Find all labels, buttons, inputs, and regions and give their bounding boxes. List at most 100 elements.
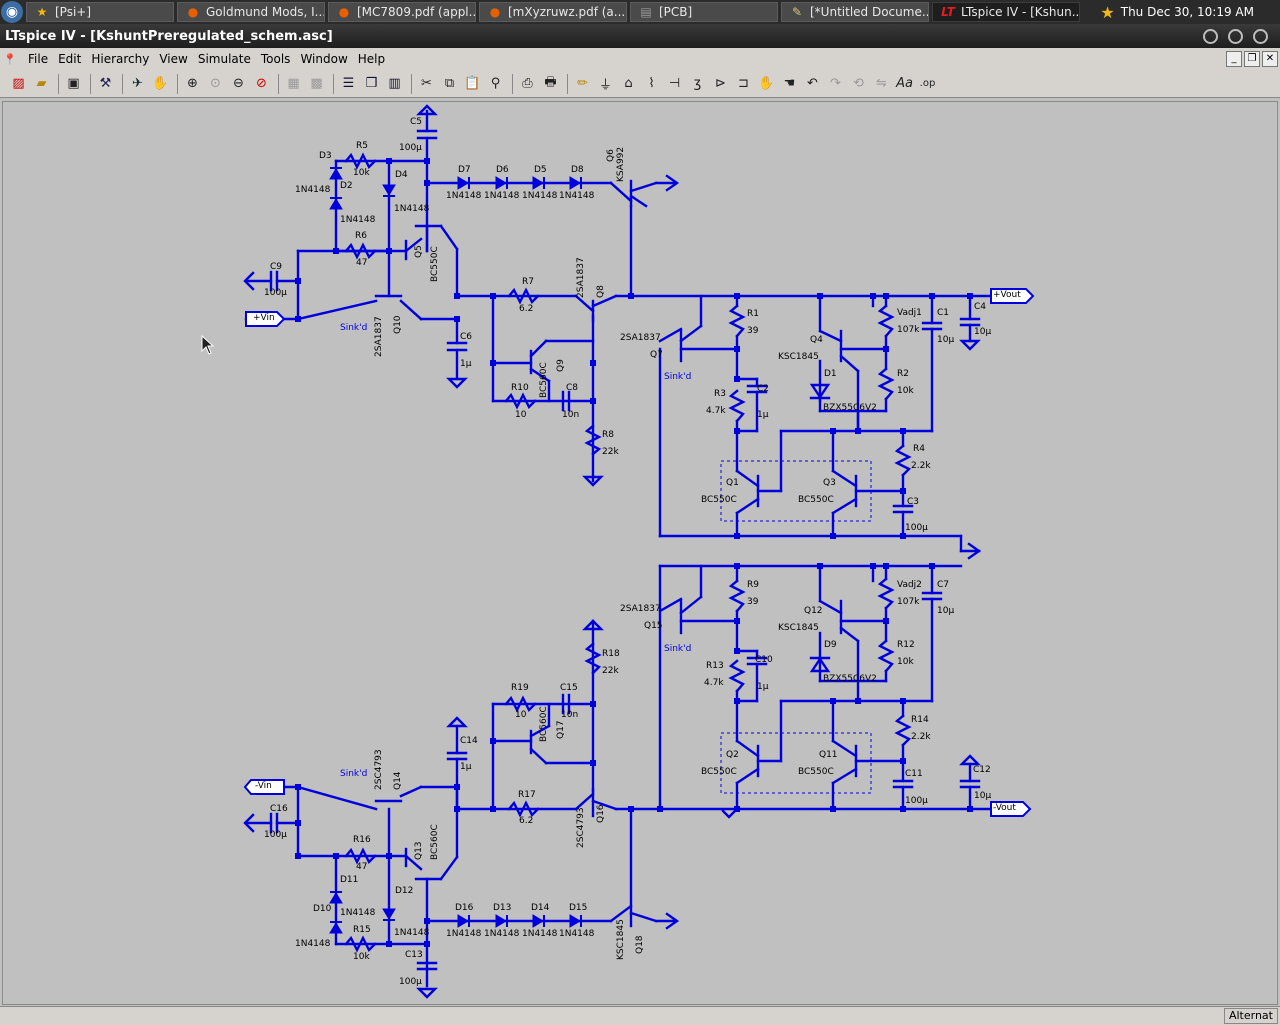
print-icon[interactable]: 🖶 xyxy=(544,74,557,90)
cascade-windows-icon[interactable]: ❒ xyxy=(365,76,378,91)
clock[interactable]: ★Thu Dec 30, 10:19 AM xyxy=(1100,2,1254,22)
drag-hand-icon[interactable]: ☚ xyxy=(783,76,796,91)
redo-icon[interactable]: ↷ xyxy=(830,76,841,91)
task-goldmund[interactable]: ●Goldmund Mods, I... xyxy=(177,2,325,22)
zoom-in-icon[interactable]: ⊕ xyxy=(187,76,198,91)
label-q15: Q15 xyxy=(644,621,663,631)
minimize-button[interactable] xyxy=(1203,28,1218,44)
text-icon[interactable]: Aa xyxy=(896,76,913,91)
toolbar-separator xyxy=(278,73,279,94)
task-pcb[interactable]: ▤[PCB] xyxy=(630,2,778,22)
menu-help[interactable]: Help xyxy=(357,52,386,66)
cut-icon[interactable]: ✂ xyxy=(421,76,432,91)
label-r14-value: 2.2k xyxy=(911,732,931,742)
toolbar: ▨ ▰ ▣ ⚒ ✈ ✋ ⊕ ⊙ ⊖ ⊘ ▦ ▩ ☰ ❒ ▥ ✂ ⧉ 📋 ⚲ ⎙ … xyxy=(0,70,1280,98)
menu-hierarchy[interactable]: Hierarchy xyxy=(91,52,150,66)
label-net-icon[interactable]: ⌂ xyxy=(624,76,633,91)
label-r16-value: 47 xyxy=(356,862,368,872)
task-untitled-document[interactable]: ✎[*Untitled Docume... xyxy=(781,2,929,22)
halt-hand-icon[interactable]: ✋ xyxy=(152,76,169,91)
task-mc7809[interactable]: ●[MC7809.pdf (appl... xyxy=(328,2,476,22)
label-d6-part: 1N4148 xyxy=(484,191,520,201)
label-r12: R12 xyxy=(897,640,915,650)
maximize-button[interactable] xyxy=(1228,28,1243,44)
ground-icon[interactable]: ⏚ xyxy=(598,78,612,93)
paste-icon[interactable]: 📋 xyxy=(464,76,481,91)
label-vin: +Vin xyxy=(253,313,275,323)
mirror-icon[interactable]: ⇋ xyxy=(876,76,887,91)
label-d10-part: 1N4148 xyxy=(295,939,331,949)
label-q3-part: BC550C xyxy=(798,495,834,505)
label-q11-part: BC550C xyxy=(798,767,834,777)
label-c9: C9 xyxy=(270,262,283,272)
ltspice-icon: LT xyxy=(941,5,955,19)
label-r8-value: 22k xyxy=(602,447,619,457)
label-r8: R8 xyxy=(602,430,614,440)
label-d7: D7 xyxy=(458,165,471,175)
document-pin-icon[interactable]: 📍 xyxy=(3,52,17,66)
mdi-restore-button[interactable]: ❐ xyxy=(1244,51,1260,67)
label-q12-part: KSC1845 xyxy=(778,623,819,633)
autorange-icon[interactable]: ▦ xyxy=(287,76,300,91)
rotate-icon[interactable]: ⟲ xyxy=(853,76,864,91)
label-r9-value: 39 xyxy=(747,597,759,607)
resistor-icon[interactable]: ⌇ xyxy=(648,76,655,91)
mdi-close-button[interactable]: ✕ xyxy=(1262,51,1278,67)
app-menu-icon[interactable]: ◉ xyxy=(1,1,23,23)
spice-directive-icon[interactable]: .op xyxy=(919,78,936,89)
tile-vertical-icon[interactable]: ▥ xyxy=(388,76,401,91)
control-panel-hammer-icon[interactable]: ⚒ xyxy=(99,76,112,91)
move-hand-icon[interactable]: ✋ xyxy=(758,76,775,91)
save-icon[interactable]: ▣ xyxy=(67,76,80,91)
grid-icon[interactable]: ▩ xyxy=(310,76,323,91)
label-q1: Q1 xyxy=(726,478,739,488)
label-q5: Q5 xyxy=(414,245,424,258)
menu-file[interactable]: File xyxy=(28,52,49,66)
copy-icon[interactable]: ⧉ xyxy=(444,76,455,91)
label-c1: C1 xyxy=(937,308,950,318)
label-c15: C15 xyxy=(560,683,578,693)
menu-view[interactable]: View xyxy=(159,52,188,66)
menu-window[interactable]: Window xyxy=(300,52,348,66)
capacitor-icon[interactable]: ⊣ xyxy=(668,76,681,91)
component-icon[interactable]: ⊐ xyxy=(738,76,749,91)
label-d12-part: 1N4148 xyxy=(394,928,430,938)
label-q16-part: 2SC4793 xyxy=(576,807,586,848)
run-simulation-icon[interactable]: ✈ xyxy=(132,76,143,91)
mouse-pointer-icon xyxy=(201,335,215,355)
task-psi[interactable]: ★[Psi+] xyxy=(26,2,174,22)
label-c4-value: 10µ xyxy=(974,327,992,337)
label-vadj1: Vadj1 xyxy=(897,308,922,318)
task-mxyzruwz[interactable]: ●[mXyzruwz.pdf (a... xyxy=(479,2,627,22)
diode-icon[interactable]: ⊳ xyxy=(715,76,726,91)
label-r7-value: 6.2 xyxy=(519,304,534,314)
new-schematic-icon[interactable]: ▨ xyxy=(12,76,25,91)
inductor-icon[interactable]: ʒ xyxy=(693,76,702,91)
label-q13-part: BC560C xyxy=(430,824,440,860)
window-titlebar[interactable]: LTspice IV - [KshuntPreregulated_schem.a… xyxy=(0,24,1280,48)
menu-simulate[interactable]: Simulate xyxy=(197,52,251,66)
mdi-minimize-button[interactable]: _ xyxy=(1226,51,1242,67)
draw-wire-icon[interactable]: ✏ xyxy=(577,76,588,91)
pan-icon[interactable]: ⊙ xyxy=(210,76,221,91)
label-r15: R15 xyxy=(353,925,371,935)
label-c10-value: 1µ xyxy=(757,682,769,692)
find-binoculars-icon[interactable]: ⚲ xyxy=(490,76,501,91)
open-folder-icon[interactable]: ▰ xyxy=(36,76,47,91)
print-preview-icon[interactable]: ⎙ xyxy=(522,76,533,91)
label-r2-value: 10k xyxy=(897,386,914,396)
menu-tools[interactable]: Tools xyxy=(260,52,291,66)
firefox-icon: ● xyxy=(489,5,501,19)
label-d10: D10 xyxy=(313,904,332,914)
close-button[interactable] xyxy=(1253,28,1268,44)
label-d2: D2 xyxy=(340,181,353,191)
label-d4: D4 xyxy=(395,170,408,180)
zoom-out-icon[interactable]: ⊖ xyxy=(233,76,244,91)
schematic-canvas[interactable]: C5 100µ D3 R5 10k D2 D4 1N4148 1N4148 1N… xyxy=(2,101,1278,1005)
zoom-fit-icon[interactable]: ⊘ xyxy=(256,76,267,91)
label-c13-value: 100µ xyxy=(399,977,422,987)
undo-icon[interactable]: ↶ xyxy=(807,76,818,91)
menu-edit[interactable]: Edit xyxy=(58,52,82,66)
tile-horizontal-icon[interactable]: ☰ xyxy=(342,76,355,91)
